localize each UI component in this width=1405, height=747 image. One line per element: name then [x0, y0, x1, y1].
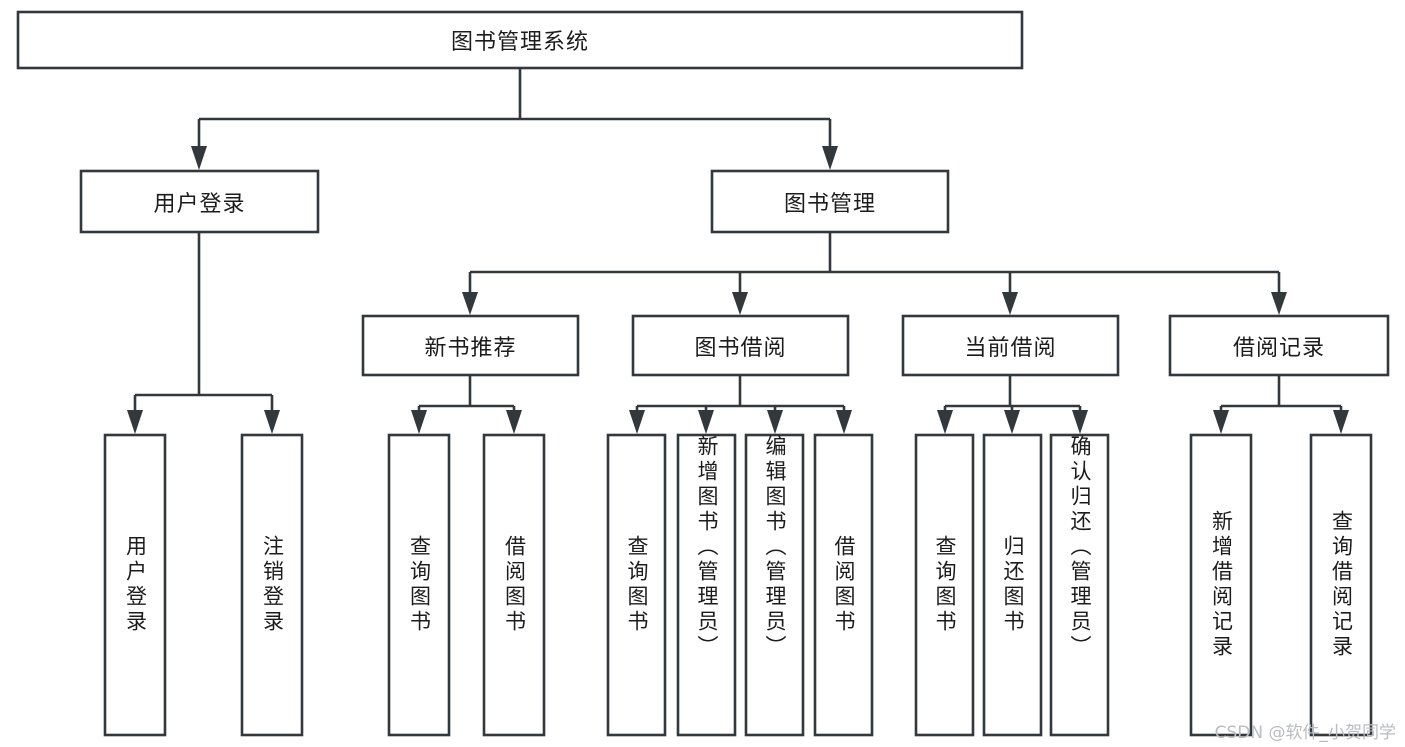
- arrowhead-leaf-user-login: [127, 410, 143, 434]
- node-root-box[interactable]: [16, 10, 1024, 70]
- arrowhead-book-borrow: [732, 292, 748, 315]
- arrowhead-leaf-return-book: [1004, 410, 1020, 434]
- node-box-layer: [16, 10, 1390, 737]
- csdn-watermark: CSDN @软件_小贺同学: [1214, 723, 1396, 743]
- arrowhead-leaf-add-book: [698, 410, 714, 434]
- leaf-box-user-login[interactable]: [103, 433, 167, 737]
- leaf-box-return-book[interactable]: [982, 433, 1043, 737]
- leaf-box-query-book-newbook[interactable]: [387, 433, 451, 737]
- leaf-box-edit-book-admin[interactable]: [744, 433, 805, 737]
- arrowhead-borrow-record: [1271, 292, 1287, 315]
- leaf-box-borrow-book[interactable]: [813, 433, 874, 737]
- leaf-box-add-book-admin[interactable]: [676, 433, 737, 737]
- leaf-box-query-book-borrow[interactable]: [606, 433, 667, 737]
- arrowhead-leaf-query-book-1: [411, 410, 427, 434]
- node-book-borrow-box[interactable]: [631, 314, 850, 377]
- arrowhead-user-login: [191, 146, 207, 170]
- arrowhead-leaf-logout: [264, 410, 280, 434]
- node-borrow-record-box[interactable]: [1168, 314, 1390, 377]
- leaf-box-query-borrow-record[interactable]: [1309, 433, 1373, 737]
- arrowhead-leaf-borrow-book-1: [506, 410, 522, 434]
- connector-layer: [127, 68, 1349, 434]
- leaf-box-add-borrow-record[interactable]: [1189, 433, 1253, 737]
- leaf-box-query-book-current[interactable]: [914, 433, 975, 737]
- node-new-book-recommend-box[interactable]: [361, 314, 580, 377]
- arrowhead-leaf-borrow-book-2: [836, 410, 852, 434]
- node-user-login-box[interactable]: [79, 169, 320, 234]
- arrowhead-new-book-rec: [462, 292, 478, 315]
- leaf-box-borrow-book-newbook[interactable]: [482, 433, 546, 737]
- arrowhead-leaf-edit-book: [767, 410, 783, 434]
- leaf-box-logout[interactable]: [240, 433, 304, 737]
- arrowhead-leaf-query-record: [1333, 410, 1349, 434]
- arrowhead-leaf-confirm-return: [1072, 410, 1088, 434]
- arrowhead-leaf-query-book-3: [937, 410, 953, 434]
- node-current-borrow-box[interactable]: [901, 314, 1120, 377]
- node-book-management-box[interactable]: [710, 169, 950, 234]
- arrowhead-leaf-query-book-2: [629, 410, 645, 434]
- leaf-box-confirm-return-admin[interactable]: [1049, 433, 1110, 737]
- arrowhead-book-mgmt: [822, 146, 838, 170]
- arrowhead-leaf-add-record: [1213, 410, 1229, 434]
- arrowhead-current-borrow: [1002, 292, 1018, 315]
